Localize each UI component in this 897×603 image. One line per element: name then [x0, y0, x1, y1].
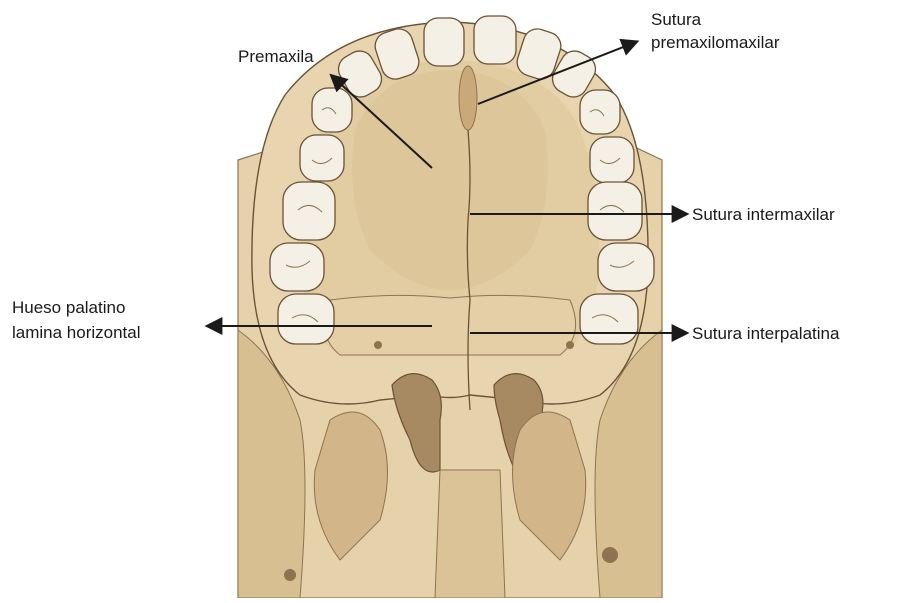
label-sutura-premaxilomaxilar-2: premaxilomaxilar [651, 33, 780, 52]
label-premaxila: Premaxila [238, 47, 314, 66]
label-sutura-intermaxilar: Sutura intermaxilar [692, 205, 835, 224]
label-hueso-palatino-2: lamina horizontal [12, 323, 141, 342]
label-hueso-palatino-1: Hueso palatino [12, 298, 125, 317]
label-sutura-interpalatina: Sutura interpalatina [692, 324, 840, 343]
label-sutura-premaxilomaxilar-1: Sutura [651, 10, 702, 29]
